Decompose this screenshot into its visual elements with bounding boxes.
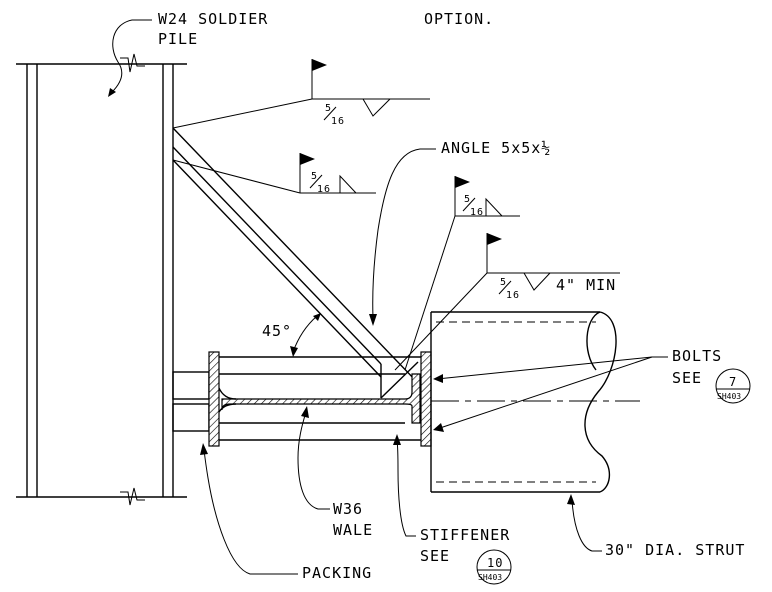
end-plate-right — [420, 351, 432, 447]
svg-text:SH403: SH403 — [717, 392, 741, 401]
svg-text:16: 16 — [331, 116, 345, 127]
angle-label: ANGLE 5x5x½ — [441, 139, 551, 157]
svg-text:7: 7 — [729, 375, 737, 389]
svg-text:16: 16 — [317, 184, 331, 195]
stiffener-see-label: SEE — [420, 547, 450, 565]
packing-label: PACKING — [302, 564, 372, 582]
wale-label-line2: WALE — [333, 521, 373, 539]
strut-leader — [571, 499, 602, 552]
weld-symbol-3: 5 16 — [404, 176, 520, 371]
angle-arrowhead — [369, 314, 377, 326]
bolts-detail-callout: 7 SH403 — [715, 368, 751, 404]
stiffener-detail-callout: 10 SH403 — [476, 549, 512, 585]
strut-pipe — [430, 311, 640, 493]
angle-45-label: 45° — [262, 322, 292, 340]
soldier-pile-label-line1: W24 SOLDIER — [158, 10, 268, 28]
wale-label-line1: W36 — [333, 500, 363, 518]
end-plate-left — [208, 351, 220, 447]
svg-text:5: 5 — [464, 194, 471, 205]
svg-text:5: 5 — [325, 103, 332, 114]
svg-text:SH403: SH403 — [478, 573, 502, 582]
svg-text:5: 5 — [500, 277, 507, 288]
wale-leader — [297, 411, 330, 510]
soldier-pile-arrowhead — [108, 88, 116, 97]
svg-text:16: 16 — [506, 290, 520, 301]
soldier-pile-leader — [111, 19, 152, 93]
svg-text:10: 10 — [487, 556, 503, 570]
soldier-pile-label-line2: PILE — [158, 30, 198, 48]
angle-45-arc — [292, 315, 318, 353]
weld-symbol-2: 5 16 — [172, 153, 376, 195]
packing-leader — [203, 449, 298, 575]
angle-leader — [372, 148, 436, 319]
w36-wale — [172, 351, 432, 447]
bolts-see-label: SEE — [672, 369, 702, 387]
weld-symbol-1: 5 16 — [172, 59, 430, 129]
soldier-pile — [16, 53, 187, 506]
svg-text:5: 5 — [311, 171, 318, 182]
weld-symbol-4: 5 16 4" MIN — [394, 233, 620, 371]
bolts-label: BOLTS — [672, 347, 722, 365]
svg-text:16: 16 — [470, 207, 484, 218]
strut-label: 30" DIA. STRUT — [605, 541, 745, 559]
weld-min-length: 4" MIN — [556, 276, 616, 294]
stiffener-label: STIFFENER — [420, 526, 510, 544]
option-note: OPTION. — [424, 10, 494, 28]
stiffener-leader — [396, 439, 416, 537]
